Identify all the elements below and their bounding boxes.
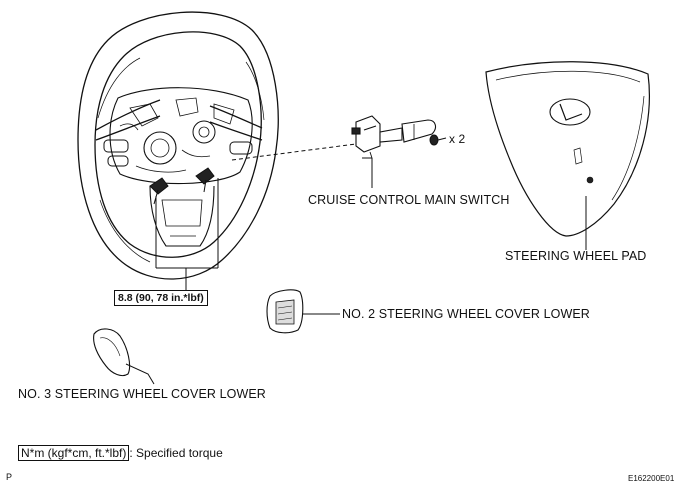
steering-pad-label: STEERING WHEEL PAD [505, 249, 647, 263]
steering-wheel [77, 11, 279, 280]
page-mark: P [6, 472, 13, 482]
no2-cover-label: NO. 2 STEERING WHEEL COVER LOWER [342, 307, 590, 321]
no2-cover-lower-part [266, 289, 304, 334]
switch-screw-icon [429, 134, 447, 146]
no3-cover-label: NO. 3 STEERING WHEEL COVER LOWER [18, 387, 266, 401]
torque-spec-box: 8.8 (90, 78 in.*lbf) [114, 290, 208, 306]
torque-legend-text: : Specified torque [129, 446, 223, 460]
cruise-control-switch [351, 115, 437, 159]
install-direction-dashed-line [231, 143, 357, 161]
torque-legend-unit-box: N*m (kgf*cm, ft.*lbf) [18, 445, 130, 461]
lexus-emblem-icon [549, 98, 591, 126]
figure-id: E162200E01 [628, 474, 675, 483]
cruise-switch-label: CRUISE CONTROL MAIN SWITCH [308, 193, 510, 207]
no3-cover-leader [125, 363, 155, 385]
torx-screw-right [195, 167, 215, 193]
steering-wheel-pad [485, 61, 650, 237]
no3-cover-lower-part [93, 328, 131, 377]
screw-quantity-label: x 2 [449, 132, 466, 146]
torque-leader-lines [155, 178, 219, 290]
torque-legend: N*m (kgf*cm, ft.*lbf): Specified torque [18, 445, 223, 461]
